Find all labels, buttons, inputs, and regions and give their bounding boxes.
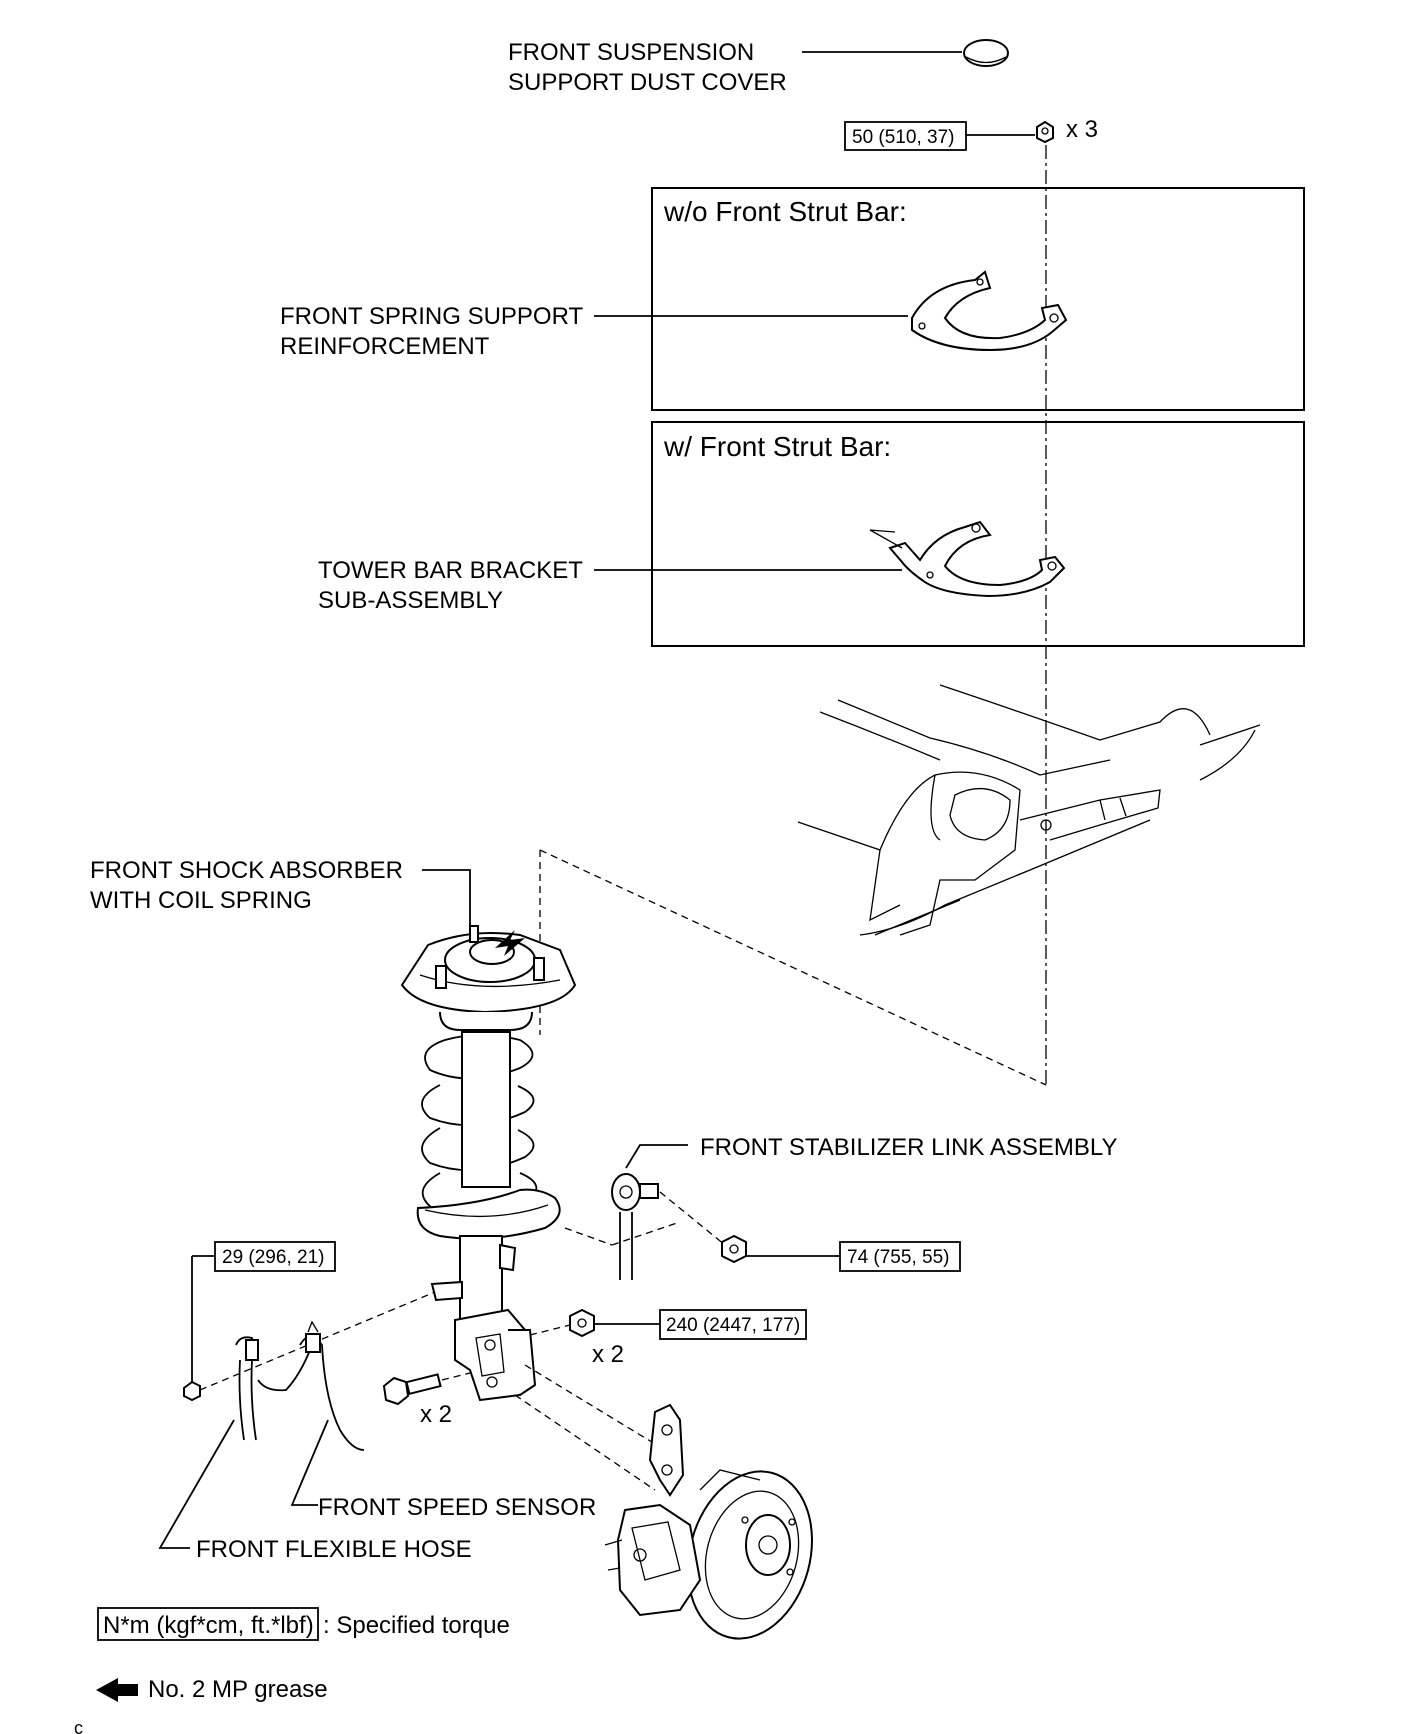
- knuckle-bolt-guide: [441, 1372, 471, 1381]
- legend-torque-text: : Specified torque: [323, 1612, 510, 1639]
- svg-text:FRONT SUSPENSION: FRONT SUSPENSION: [508, 39, 754, 66]
- torque-box-top-nut: [844, 121, 967, 151]
- knuckle-guide-2: [514, 1394, 656, 1491]
- panel-with-strut-bar: [651, 421, 1305, 647]
- knuckle-bolt-part: [382, 1373, 442, 1406]
- torque-box-knuckle: [659, 1309, 807, 1340]
- svg-text:FRONT SPRING SUPPORT: FRONT SPRING SUPPORT: [280, 303, 583, 330]
- flexible-hose-part: [235, 1336, 259, 1441]
- panel-without-strut-bar-title: w/o Front Strut Bar:: [663, 196, 907, 227]
- hose-bolt-part: [183, 1285, 201, 1402]
- dust-cover-part: [963, 39, 1009, 67]
- shock-absorber-leader: [422, 869, 471, 940]
- shock-absorber-part: [400, 925, 577, 1402]
- knuckle-guide-1: [524, 1364, 666, 1451]
- panel-with-strut-bar-title: w/ Front Strut Bar:: [663, 431, 891, 462]
- knuckle-bolt-quantity: x 2: [420, 1401, 452, 1428]
- vehicle-body-tower: [797, 684, 1261, 936]
- top-nut-part: [1036, 120, 1054, 144]
- legend-grease-text: No. 2 MP grease: [148, 1676, 328, 1703]
- torque-knuckle: 240 (2447, 177): [666, 1315, 800, 1336]
- tower-bar-bracket-part: [869, 520, 1066, 598]
- knuckle-nut-quantity: x 2: [592, 1341, 624, 1368]
- stabilizer-link-label: FRONT STABILIZER LINK ASSEMBLY: [700, 1134, 1117, 1161]
- speed-sensor-leader: [290, 1419, 329, 1506]
- stabilizer-guide: [659, 1191, 726, 1246]
- shock-absorber-label: FRONT SHOCK ABSORBER WITH COIL SPRING: [90, 857, 403, 914]
- tower-bar-label: TOWER BAR BRACKET SUB-ASSEMBLY: [318, 557, 583, 614]
- svg-text:REINFORCEMENT: REINFORCEMENT: [280, 333, 490, 360]
- dust-cover-label: FRONT SUSPENSION SUPPORT DUST COVER: [508, 39, 787, 96]
- speed-sensor-part: [257, 1320, 365, 1451]
- spring-support-label: FRONT SPRING SUPPORT REINFORCEMENT: [280, 303, 583, 360]
- svg-text:FRONT SHOCK ABSORBER: FRONT SHOCK ABSORBER: [90, 857, 403, 884]
- torque-stabilizer-nut: 74 (755, 55): [847, 1247, 949, 1268]
- torque-hose-bolt: 29 (296, 21): [222, 1247, 324, 1268]
- svg-text:SUB-ASSEMBLY: SUB-ASSEMBLY: [318, 587, 503, 614]
- speed-sensor-label: FRONT SPEED SENSOR: [318, 1494, 596, 1521]
- panel-without-strut-bar: [651, 187, 1305, 411]
- top-nut-quantity: x 3: [1066, 116, 1098, 143]
- svg-text:WITH COIL SPRING: WITH COIL SPRING: [90, 887, 312, 914]
- legend-torque-box: [97, 1607, 319, 1641]
- corner-mark: c: [74, 1718, 83, 1734]
- knuckle-nut-part: [569, 1308, 595, 1338]
- stabilizer-link-leader: [625, 1144, 688, 1169]
- grease-arrow-icon: [495, 930, 525, 956]
- steering-knuckle-brake-part: [604, 1403, 813, 1640]
- torque-box-hose-bolt: [214, 1241, 336, 1272]
- legend-torque-unit: N*m (kgf*cm, ft.*lbf): [103, 1612, 314, 1639]
- stabilizer-link-part: [611, 1173, 659, 1280]
- flexible-hose-leader: [158, 1419, 235, 1549]
- svg-text:SUPPORT DUST COVER: SUPPORT DUST COVER: [508, 69, 787, 96]
- knuckle-nut-guide: [529, 1324, 571, 1336]
- legend-grease-arrow-icon: [96, 1678, 138, 1702]
- spring-support-reinforcement-part: [911, 270, 1068, 352]
- flexible-hose-label: FRONT FLEXIBLE HOSE: [196, 1536, 472, 1563]
- svg-text:TOWER BAR BRACKET: TOWER BAR BRACKET: [318, 557, 583, 584]
- stabilizer-nut-part: [721, 1234, 747, 1264]
- strut-guide-diagonal: [539, 849, 1047, 1086]
- stabilizer-to-strut-guide: [564, 1227, 613, 1246]
- torque-box-stabilizer-nut: [839, 1241, 961, 1272]
- stabilizer-to-strut-guide-2: [611, 1221, 681, 1246]
- torque-top-nut: 50 (510, 37): [852, 127, 954, 148]
